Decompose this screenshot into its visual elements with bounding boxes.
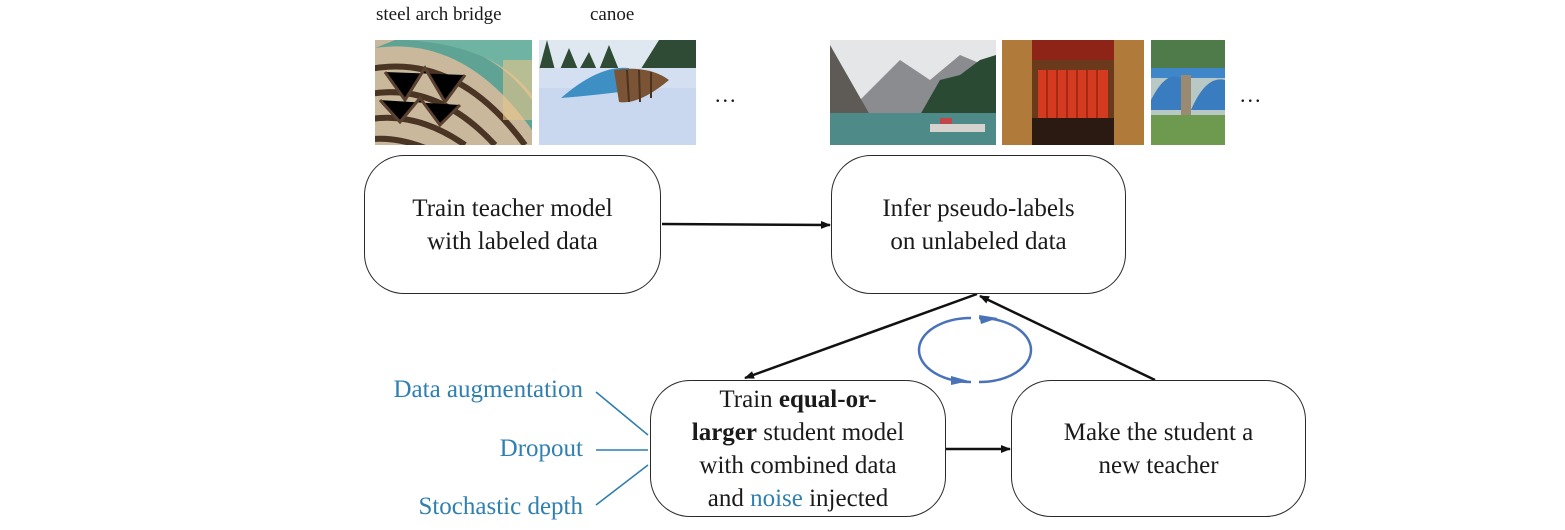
canoe-photo-icon [539,40,696,145]
node-new-teacher-line1: Make the student a [1063,418,1254,446]
cycle-icon [917,316,1033,384]
node-train-student: Train equal-or- larger student model wit… [650,380,946,517]
node-make-new-teacher: Make the student a new teacher [1011,380,1306,517]
student-line2-rest: student model [757,418,905,446]
node-train-teacher-line1: Train teacher model [412,194,613,222]
node-infer-line2: on unlabeled data [890,227,1067,255]
theater-photo-icon [1002,40,1144,145]
node-new-teacher-line2: new teacher [1098,451,1219,479]
node-train-teacher: Train teacher model with labeled data [364,155,661,294]
student-line4-pre: and [707,484,751,512]
line-stochastic-depth [595,464,649,506]
student-noise-word: noise [750,484,803,512]
line-data-augmentation [595,391,649,436]
node-train-teacher-line2: with labeled data [427,227,598,255]
bridge-photo-icon [375,40,532,145]
noise-dropout: Dropout [499,435,583,462]
student-bold-2: larger [691,418,757,446]
noise-data-augmentation: Data augmentation [393,376,583,403]
arrow-teacher-to-infer [661,220,831,229]
blue-bridge-photo-icon [1151,40,1225,145]
student-prefix: Train [719,385,779,413]
noise-stochastic-depth: Stochastic depth [418,493,583,520]
more-unlabeled-ellipsis: ... [1240,82,1263,107]
caption-canoe: canoe [590,4,635,25]
more-labeled-ellipsis: ... [715,82,738,107]
student-bold-1: equal-or- [778,385,877,413]
student-line4-post: injected [802,484,889,512]
arrow-new-teacher-to-infer [979,294,1156,382]
node-infer-pseudo-labels: Infer pseudo-labels on unlabeled data [831,155,1126,294]
arrow-infer-to-student [744,292,978,380]
node-infer-line1: Infer pseudo-labels [882,194,1075,222]
cycle-arrowhead-bottom [951,376,969,385]
caption-steel-arch-bridge: steel arch bridge [376,4,502,25]
cycle-arrowhead-top [979,315,998,324]
student-line3: with combined data [699,451,897,479]
lake-photo-icon [830,40,996,145]
